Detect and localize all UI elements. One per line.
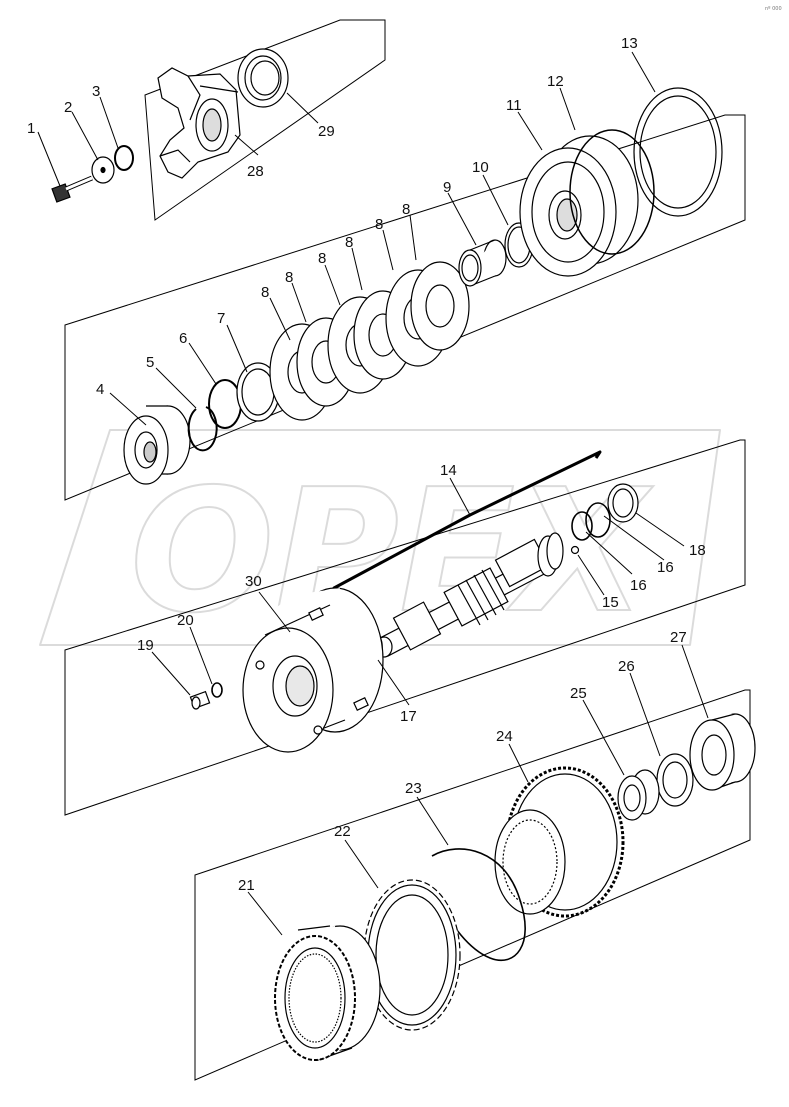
callout-19: 19 <box>137 637 154 654</box>
callout-8b: 8 <box>285 269 293 286</box>
corner-code: nº 000 <box>765 6 782 12</box>
callout-24: 24 <box>496 728 513 745</box>
callout-4: 4 <box>96 381 104 398</box>
friction-plate-part-22 <box>363 879 461 1031</box>
callout-30: 30 <box>245 573 262 590</box>
clutch-basket-part-21 <box>274 925 381 1061</box>
callout-15: 15 <box>602 594 619 611</box>
callout-10: 10 <box>472 159 489 176</box>
seal-part-29 <box>237 48 289 108</box>
callout-16b: 16 <box>630 577 647 594</box>
ring-part-26 <box>656 753 694 807</box>
callout-25: 25 <box>570 685 587 702</box>
piston-part-11 <box>519 135 639 277</box>
gear-part-24 <box>494 766 625 918</box>
callout-20: 20 <box>177 612 194 629</box>
callout-2: 2 <box>64 99 72 116</box>
callout-26: 26 <box>618 658 635 675</box>
group-frame-shaft <box>64 439 746 816</box>
callout-11: 11 <box>506 97 522 114</box>
callout-1: 1 <box>27 120 35 137</box>
callout-14: 14 <box>440 462 457 479</box>
callout-6: 6 <box>179 330 187 347</box>
snapring-part-5 <box>187 406 218 452</box>
snapring-part-23 <box>431 848 526 962</box>
bearing-part-27 <box>689 713 756 791</box>
callout-22: 22 <box>334 823 351 840</box>
shaft-part-14 <box>375 532 564 658</box>
callout-16a: 16 <box>657 559 674 576</box>
ball-part-15 <box>570 545 580 555</box>
washer-part-2 <box>91 156 115 184</box>
watermark-text: OPEX <box>130 453 654 651</box>
clutch-discs-part-8 <box>269 261 470 421</box>
callout-21: 21 <box>238 877 255 894</box>
callout-18: 18 <box>689 542 706 559</box>
callout-5: 5 <box>146 354 154 371</box>
yoke-part-28 <box>157 67 241 179</box>
callout-9: 9 <box>443 179 451 196</box>
clutch-drum-part-30 <box>242 587 384 753</box>
callout-8a: 8 <box>261 284 269 301</box>
group-frame-yoke <box>144 19 386 221</box>
plug-part-19 <box>189 690 211 710</box>
oring-part-20 <box>211 682 223 698</box>
callout-28: 28 <box>247 163 264 180</box>
seal-ring-part-13 <box>633 87 723 217</box>
oring-part-12 <box>569 129 655 255</box>
needle-bearing-part-25 <box>617 769 660 821</box>
callout-13: 13 <box>621 35 638 52</box>
callout-12: 12 <box>547 73 564 90</box>
thrust-ring-part-7 <box>236 362 280 422</box>
oring-part-3 <box>114 145 134 171</box>
callout-27: 27 <box>670 629 687 646</box>
bolt-part-1 <box>51 175 93 203</box>
callout-7: 7 <box>217 310 225 327</box>
callout-labels: 1 2 3 4 5 6 7 8 8 8 8 8 8 9 10 11 12 13 … <box>27 35 706 894</box>
callout-8e: 8 <box>375 216 383 233</box>
ring-part-18 <box>607 483 639 523</box>
callout-3: 3 <box>92 83 100 100</box>
bearing-part-4 <box>123 405 191 485</box>
callout-8c: 8 <box>318 250 326 267</box>
callout-23: 23 <box>405 780 422 797</box>
callout-8d: 8 <box>345 234 353 251</box>
watermark: OPEX <box>39 429 721 652</box>
leader-lines <box>37 51 709 936</box>
callout-17: 17 <box>400 708 417 725</box>
callout-29: 29 <box>318 123 335 140</box>
callout-8f: 8 <box>402 201 410 218</box>
ring-part-6 <box>208 379 242 429</box>
bushing-part-9 <box>458 239 507 304</box>
